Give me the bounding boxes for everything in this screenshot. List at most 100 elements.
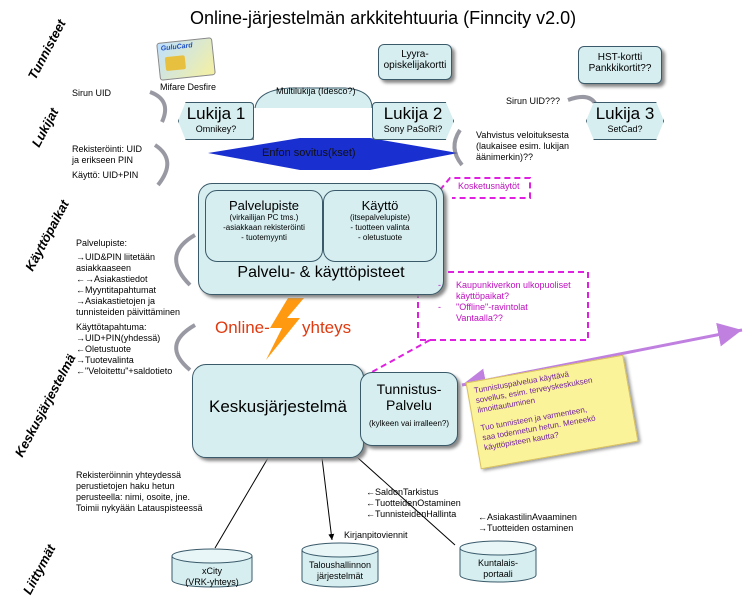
db-xcity-line1: xCity	[202, 566, 222, 576]
online-bolt	[266, 298, 304, 360]
hst-line1: HST-kortti	[597, 52, 643, 63]
keskusjarjestelma-box: Keskusjärjestelmä	[192, 364, 364, 458]
palvelupiste-line: - tuotemyynti	[241, 233, 287, 242]
palvelupiste-note: →Asiakastietojen ja	[76, 296, 156, 306]
kayttotapahtuma-line: →UID+PIN(yhdessä)	[76, 333, 161, 343]
palvelu-kaytto-box: Palvelupiste (virkailijan PC tms.) -asia…	[198, 183, 444, 295]
lukija3-box: Lukija 3 SetCad?	[586, 102, 664, 140]
kaupunki-bullet-1: -	[438, 280, 441, 290]
kaupunki-line4: Vantaalla??	[456, 313, 503, 323]
lukija3-title: Lukija 3	[595, 104, 655, 123]
db-kunta-line2: portaali	[483, 569, 513, 579]
db-talous-line2: järjestelmät	[316, 571, 363, 581]
banner-label: Enfon sovitus(kset)	[262, 147, 356, 159]
saldo-note-line: ←TuotteidenOstaminen	[366, 498, 461, 508]
curve-arrow-palvelu-left	[174, 233, 197, 287]
line-talous	[321, 457, 335, 541]
hst-line2: Pankkikortit??	[588, 63, 652, 74]
palvelupiste-title: Palvelupiste	[228, 198, 300, 213]
palvelu-footer: Palvelu- & käyttöpisteet	[237, 264, 405, 281]
lukija1-box: Lukija 1 Omnikey?	[178, 102, 254, 140]
card-caption: Mifare Desfire	[160, 82, 217, 92]
tunnistus-line2: Palvelu	[386, 397, 432, 413]
curve-arrow-vahvistus	[452, 128, 464, 167]
saldo-note-line: ←SaldonTarkistus	[366, 487, 439, 497]
rekist-note-line: Toimii nykyään Latauspisteessä	[76, 503, 203, 513]
rekist-note-line: Rekisteröinnin yhteydessä	[76, 470, 182, 480]
card-image: GuluCard	[156, 37, 216, 81]
saldo-note-line: ←TunnisteidenHallinta	[366, 509, 457, 519]
page-title: Online-järjestelmän arkkitehtuuria (Finn…	[190, 8, 577, 28]
hst-card: HST-kortti Pankkikortit??	[578, 46, 662, 84]
keskus-label: Keskusjärjestelmä	[209, 397, 347, 416]
vahvistus-line1: Vahvistus veloituksesta	[476, 130, 569, 140]
kayttotapahtuma-line: ←"Veloitettu"+saldotieto	[76, 366, 173, 376]
kosketus-label: Kosketusnäytöt	[458, 181, 520, 191]
kaupunki-dashed-box	[417, 271, 589, 341]
lukija3-sub: SetCad?	[607, 124, 643, 134]
palvelupiste-notes-heading: Palvelupiste:	[76, 238, 128, 248]
db-xcity-shape	[171, 548, 253, 588]
lukija2-box: Lukija 2 Sony PaSoRi?	[372, 102, 454, 140]
palvelupiste-line: -asiakkaan rekisteröinti	[223, 223, 305, 232]
palvelupiste-note: asiakkaaseen	[76, 263, 132, 273]
db-kunta-shape	[459, 540, 537, 583]
kaytto-title: Käyttö	[361, 198, 399, 213]
line-kunta	[351, 451, 456, 546]
tunnistus-line3: (kylkeen vai irralleen?)	[368, 419, 450, 428]
line-xcity	[214, 451, 274, 549]
db-xcity-line2: (VRK-yhteys)	[185, 577, 239, 587]
kaytto-line: - oletustuote	[357, 233, 403, 242]
lukija2-sub: Sony PaSoRi?	[383, 124, 443, 134]
tunnistus-box: Tunnistus- Palvelu (kylkeen vai irrallee…	[360, 372, 458, 446]
lukija1-sub: Omnikey?	[195, 124, 237, 134]
lukija2-title: Lukija 2	[383, 104, 443, 123]
palvelupiste-note: →UID&PIN liitetään	[76, 252, 156, 262]
lyyra-line2: opiskelijakortti	[383, 60, 447, 71]
kaytto-inner: Käyttö (itsepalvelupiste) - tuotteen val…	[323, 190, 437, 262]
curve-arrow-uid	[149, 90, 167, 123]
palvelupiste-line: (virkailijan PC tms.)	[229, 213, 299, 222]
curve-arrow-kaytto-left	[174, 323, 197, 372]
curve-arrow-rekist	[153, 143, 170, 187]
lyyra-card: Lyyra- opiskelijakortti	[378, 44, 452, 80]
kayttotapahtuma-line: ←Oletustuote	[76, 344, 132, 354]
online-label-1: Online-	[215, 318, 270, 337]
vahvistus-line3: äänimerkin)??	[476, 152, 534, 162]
rekist-note-line: perusteella: nimi, osoite, jne.	[76, 492, 191, 502]
lukija1-title: Lukija 1	[186, 104, 246, 123]
palvelupiste-inner: Palvelupiste (virkailijan PC tms.) -asia…	[205, 190, 323, 262]
online-label-2: yhteys	[302, 318, 352, 337]
sirun-uid-q-label: Sirun UID???	[506, 96, 561, 106]
rekist-line1: Rekisteröinti: UID	[72, 144, 143, 154]
tunnistus-line1: Tunnistus-	[376, 381, 442, 397]
db-talous-line1: Taloushallinnon	[308, 560, 372, 570]
palvelupiste-note: ←→Asiakastiedot	[76, 274, 148, 284]
asiakas-note-line: →Tuotteiden ostaminen	[478, 523, 574, 533]
enfon-banner	[208, 138, 458, 170]
kaupunki-line1: Kaupunkiverkon ulkopuoliset	[456, 280, 571, 290]
asiakas-note-line: ←AsiakastilinAvaaminen	[478, 512, 577, 522]
kosketus-dashed	[439, 177, 531, 199]
rekist-note-line: perustietojen haku hetun	[76, 481, 175, 491]
db-talous-shape	[301, 542, 379, 588]
kirjanpito-label: Kirjanpitoviennit	[344, 530, 408, 540]
curve-arrow-uid-right	[567, 94, 598, 107]
sirun-uid-label: Sirun UID	[72, 88, 112, 98]
kayttotapahtuma-line: →Tuotevalinta	[76, 355, 134, 365]
palvelupiste-note: ←Myyntitapahtumat	[76, 285, 157, 295]
kaupunki-line2: käyttöpaikat?	[456, 291, 510, 301]
kaupunki-line3: "Offline"-ravintolat	[456, 302, 528, 312]
kaytto-line: - tuotteen valinta	[350, 223, 410, 232]
kayttotapahtuma-heading: Käyttötapahtuma:	[76, 322, 147, 332]
db-kunta-line1: Kuntalais-	[477, 558, 519, 568]
multilukija-label: Multilukija (Idesco?)	[276, 86, 356, 96]
kaytto-line: (itsepalvelupiste)	[349, 213, 411, 222]
kaupunki-bullet-2: -	[438, 302, 441, 312]
rekist-line3: Käyttö: UID+PIN	[72, 170, 139, 180]
vahvistus-line2: (laukaisee esim. lukijan	[476, 141, 570, 151]
chip-icon	[164, 55, 187, 72]
multilukija-arc	[254, 87, 373, 109]
palvelupiste-note: tunnisteiden päivittäminen	[76, 307, 181, 317]
dashed-to-keskus	[371, 339, 431, 373]
